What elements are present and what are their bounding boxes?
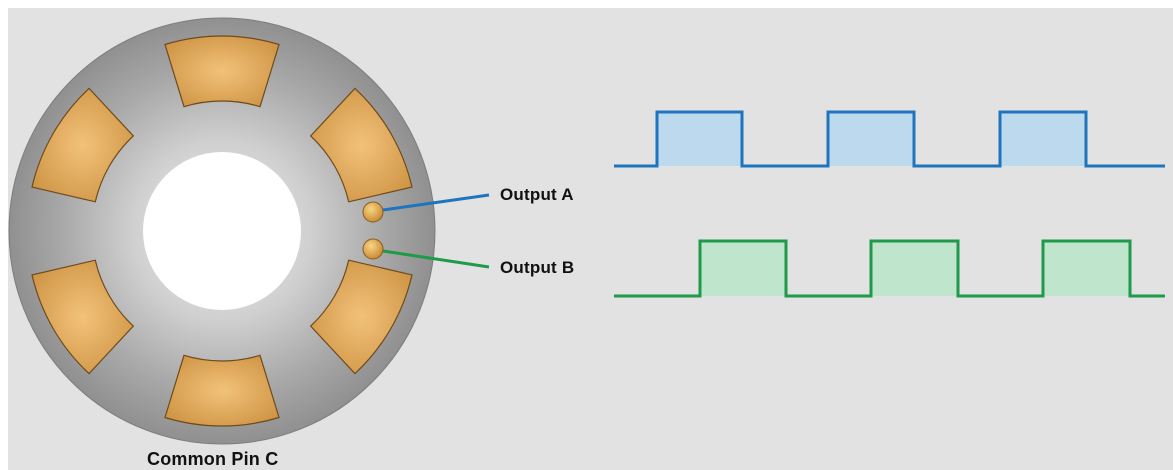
output-a-waveform — [614, 110, 1165, 168]
common-pin-label: Common Pin C — [147, 449, 279, 469]
output-b-label: Output B — [500, 258, 575, 277]
output-a-contact — [362, 201, 384, 223]
output-b-contact — [362, 238, 384, 260]
encoder-pad-3 — [31, 259, 135, 375]
output-b-waveform — [614, 239, 1165, 298]
output-a-label: Output A — [500, 185, 574, 204]
output-a-pulse-2 — [828, 112, 914, 166]
output-b-leader — [382, 249, 490, 269]
encoder-pad-6 — [309, 87, 413, 203]
output-b-signal-line — [614, 239, 1165, 298]
output-a-pulse-1 — [657, 112, 742, 166]
disc-center-hole — [143, 152, 301, 310]
encoder-pad-1 — [164, 35, 280, 108]
encoder-pad-5 — [309, 259, 413, 375]
encoder-pads — [31, 35, 413, 427]
output-a-leader — [382, 193, 490, 212]
output-b-pulse-3 — [1043, 241, 1130, 296]
output-b-pulse-1 — [700, 241, 786, 296]
output-a-signal-line — [614, 110, 1165, 168]
output-a-pulse-3 — [1000, 112, 1086, 166]
output-b-pulse-2 — [871, 241, 958, 296]
encoder-pad-2 — [31, 87, 135, 203]
encoder-pad-4 — [164, 354, 280, 427]
